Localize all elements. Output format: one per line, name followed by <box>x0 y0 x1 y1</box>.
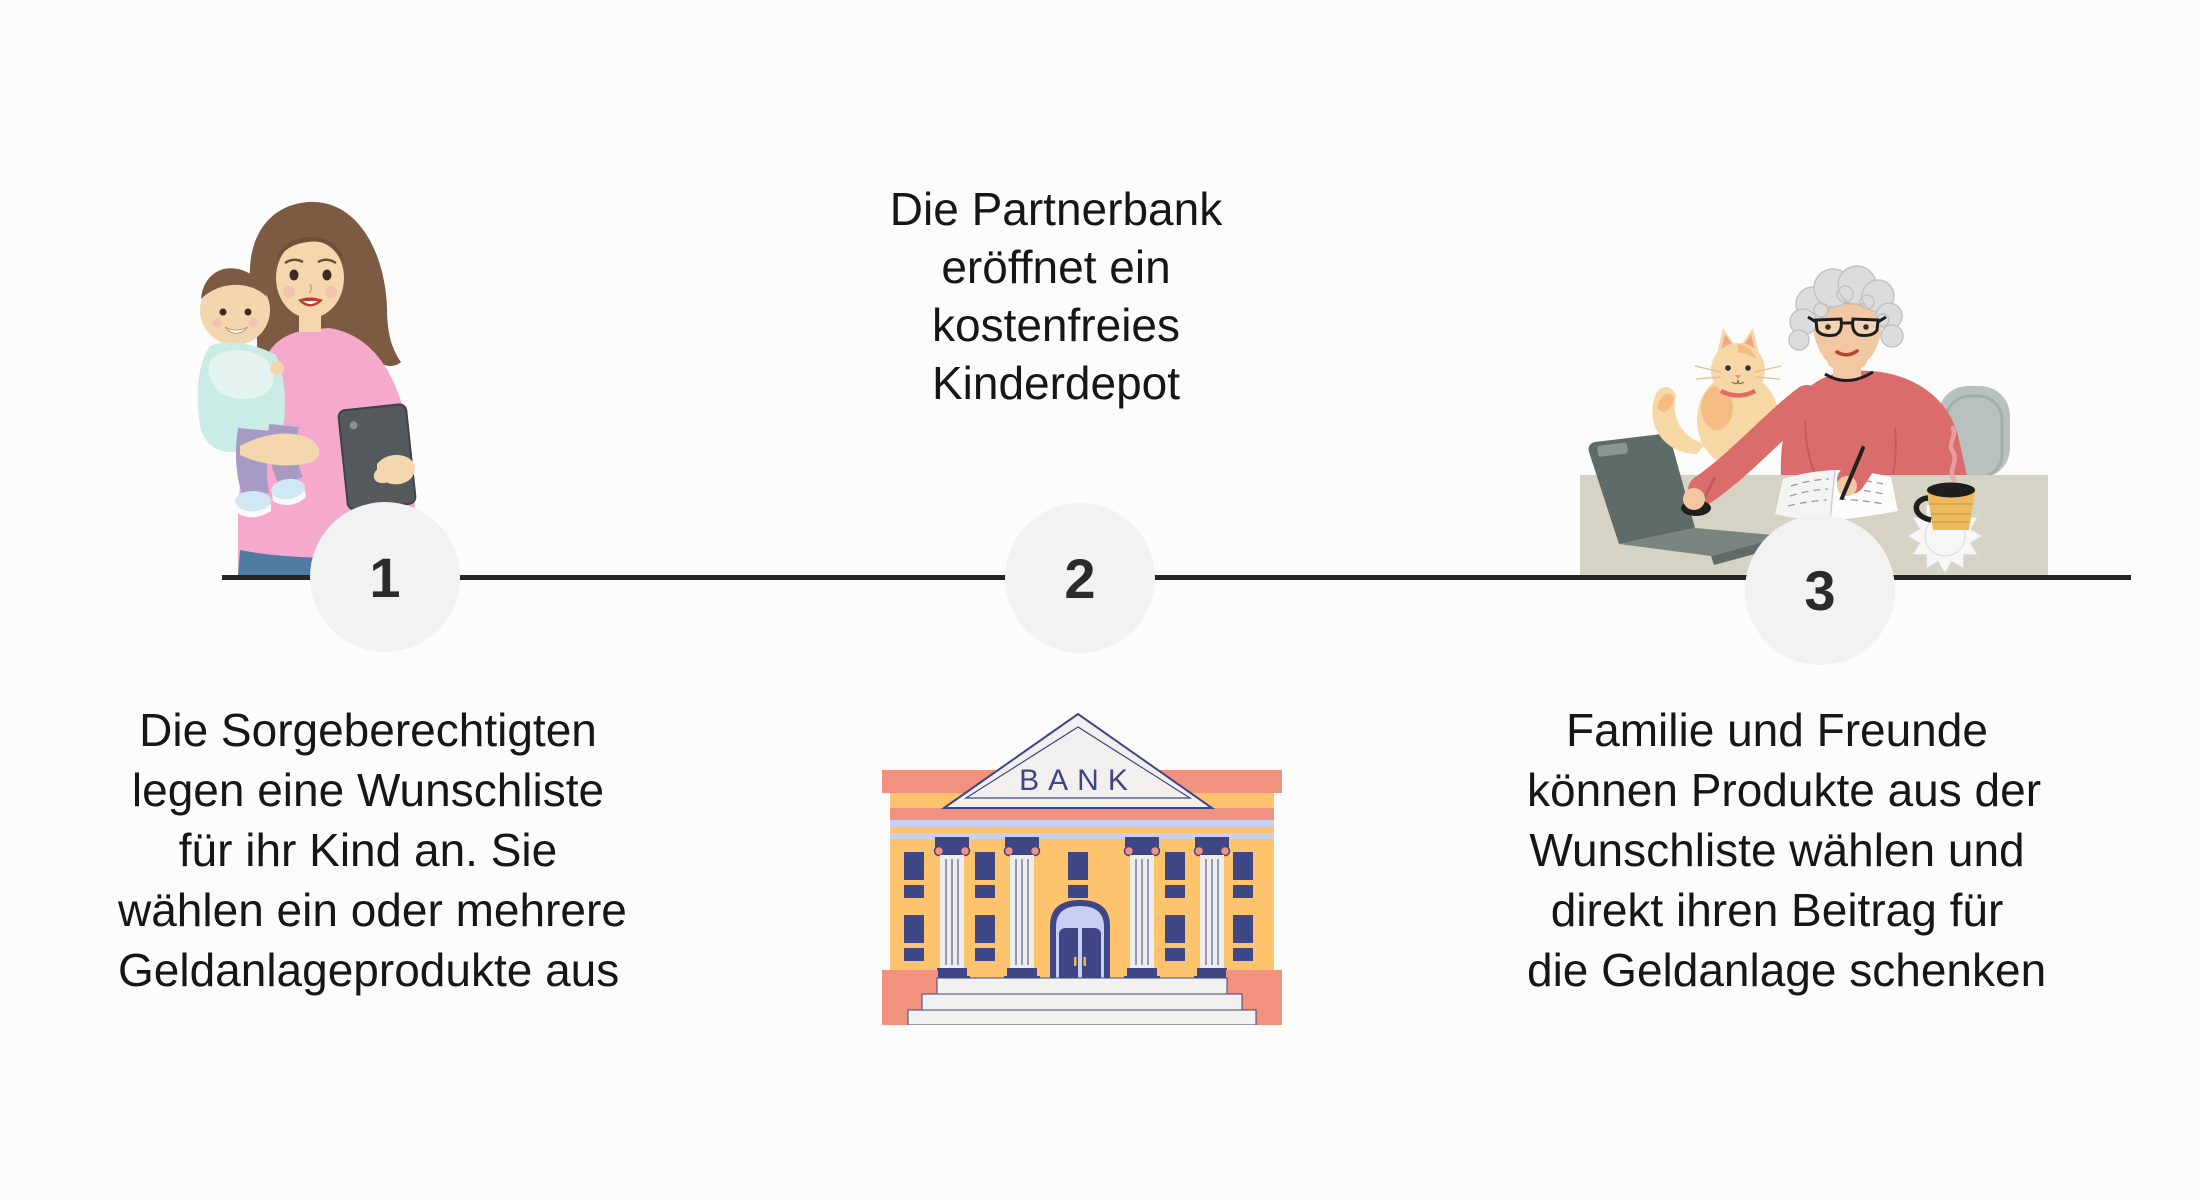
step-3-description: Familie und Freunde können Produkte aus … <box>1527 700 2047 1000</box>
glasses <box>1807 315 1887 337</box>
pen <box>1840 446 1865 500</box>
step-text-line: Die Sorgeberechtigten <box>139 704 597 756</box>
timeline-line <box>222 575 2131 580</box>
step-text-line: legen eine Wunschliste <box>131 764 605 816</box>
bank-pediment: BANK <box>940 712 1216 809</box>
cat-collar <box>1719 388 1757 398</box>
mug <box>1927 490 1975 530</box>
step-number: 1 <box>369 545 401 609</box>
step-circle-1: 1 <box>310 502 460 652</box>
step-circle-2: 2 <box>1005 503 1155 653</box>
step-number: 2 <box>1064 546 1096 610</box>
step-text-line: für ihr Kind an. Sie <box>178 824 558 876</box>
bank-sign-label: BANK <box>1019 764 1137 797</box>
steam <box>1948 425 1957 483</box>
grandmother-at-desk-illustration <box>1580 265 2048 577</box>
step-circle-3: 3 <box>1745 515 1895 665</box>
step-text-line: Wunschliste wählen und <box>1529 824 2025 876</box>
step-text-line: eröffnet ein <box>941 241 1171 293</box>
step-1-description: Die Sorgeberechtigten legen eine Wunschl… <box>118 700 627 1000</box>
step-number: 3 <box>1804 558 1836 622</box>
step-text-line: Familie und Freunde <box>1566 704 1988 756</box>
step-text-line: können Produkte aus der <box>1527 764 2042 816</box>
right-arm-with-mouse <box>1681 385 1822 516</box>
grandmother <box>1780 265 1967 476</box>
bank-building-illustration: BANK <box>882 712 1282 1025</box>
bank-steps <box>882 970 1282 1025</box>
gray-curly-hair <box>1788 265 1904 351</box>
step-text-line: Kinderdepot <box>931 357 1181 409</box>
mother-arm <box>240 433 320 466</box>
notebook-paper <box>1775 469 1898 522</box>
step-text-line: kostenfreies <box>931 299 1180 351</box>
step-2-title: Die Partnerbank eröffnet ein kostenfreie… <box>806 180 1306 412</box>
baby <box>197 268 306 518</box>
step-text-line: wählen ein oder mehrere <box>118 884 627 936</box>
step-text-line: Die Partnerbank <box>889 183 1223 235</box>
step-text-line: Geldanlageprodukte aus <box>118 944 620 996</box>
left-arm-with-pen <box>1837 396 1901 500</box>
bank-door <box>1050 900 1110 980</box>
step-text-line: die Geldanlage schenken <box>1527 944 2047 996</box>
coffee-mug-on-doily <box>1905 425 1985 576</box>
step-text-line: direkt ihren Beitrag für <box>1550 884 2004 936</box>
